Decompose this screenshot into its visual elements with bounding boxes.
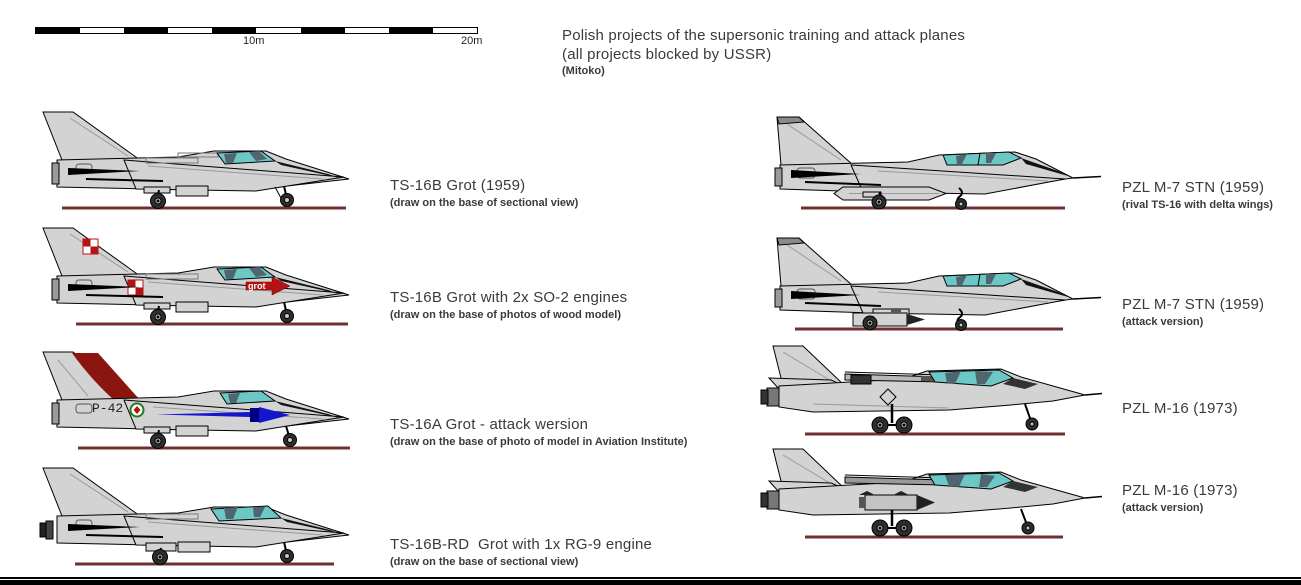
plane-title: TS-16B Grot with 2x SO-2 engines	[390, 289, 628, 306]
aircraft-ts16b-grot-so2: grot	[28, 224, 363, 329]
intake-strakes	[68, 524, 164, 538]
plane-subtitle: (draw on the base of photos of wood mode…	[390, 309, 621, 321]
plane-subtitle: (draw on the base of sectional view)	[390, 197, 579, 209]
grot-arrow-marking: grot	[245, 276, 291, 296]
aircraft-ts16a-grot-attack: P-42	[28, 348, 363, 453]
canopy	[942, 272, 1068, 297]
label-pzl-m7-stn-1959: PZL M-7 STN (1959) (rival TS-16 with del…	[1122, 179, 1273, 211]
label-ts16b-rd: TS-16B-RD Grot with 1x RG-9 engine (draw…	[390, 536, 652, 568]
plane-title: PZL M-7 STN (1959)	[1122, 296, 1265, 313]
landing-gear	[871, 388, 1039, 434]
label-ts16b-grot-so2: TS-16B Grot with 2x SO-2 engines (draw o…	[390, 289, 627, 321]
aircraft-drawing	[774, 237, 1102, 331]
aircraft-drawing	[42, 111, 350, 210]
bottom-border-rule	[0, 577, 1301, 585]
tail-fin	[42, 467, 142, 517]
aircraft-pzl-m7-stn-1959	[753, 108, 1103, 213]
aircraft-drawing	[760, 345, 1103, 436]
canopy	[942, 151, 1068, 176]
aircraft-pzl-m7-stn-attack	[753, 229, 1103, 334]
scale-segment	[212, 28, 257, 33]
canopy	[216, 150, 340, 178]
intake-strakes	[791, 170, 882, 186]
label-ts16b-grot-1959: TS-16B Grot (1959) (draw on the base of …	[390, 177, 578, 209]
aircraft-ts16b-grot-1959	[28, 108, 363, 213]
scale-segment	[388, 28, 433, 33]
roundel-insignia	[129, 402, 145, 418]
aircraft-pzl-m16-1973	[753, 334, 1103, 439]
scale-segment	[256, 28, 301, 33]
wing	[850, 285, 1066, 316]
label-pzl-m7-stn-attack: PZL M-7 STN (1959) (attack version)	[1122, 296, 1264, 328]
blue-arrow-marking	[156, 407, 290, 423]
aircraft-drawing: P-42	[42, 351, 350, 450]
scale-segment	[300, 28, 345, 33]
title-block: Polish projects of the supersonic traini…	[562, 26, 965, 78]
landing-gear	[862, 308, 967, 331]
landing-gear	[143, 185, 294, 209]
scale-segment	[168, 28, 213, 33]
plane-title: PZL M-16 (1973)	[1122, 400, 1238, 417]
tail-fin	[776, 116, 855, 166]
canopy	[210, 505, 342, 534]
tail-fin	[42, 351, 142, 401]
bottom-rule-thin	[0, 577, 1301, 579]
label-pzl-m16-1973: PZL M-16 (1973)	[1122, 400, 1238, 420]
tail-fin	[42, 111, 142, 161]
aircraft-drawing: grot	[42, 227, 350, 326]
scale-label-20m: 20m	[461, 35, 483, 47]
scale-label-10m: 10m	[243, 35, 265, 47]
scale-bar: 10m 20m	[35, 27, 482, 47]
credit-line: (Mitoko)	[562, 65, 605, 77]
intake-strakes	[68, 284, 164, 298]
scale-segment	[344, 28, 389, 33]
landing-gear	[862, 187, 967, 210]
canopy	[216, 266, 340, 294]
plane-title: TS-16B-RD Grot with 1x RG-9 engine	[390, 536, 653, 553]
scale-segments	[35, 27, 478, 34]
plane-subtitle: (draw on the base of sectional view)	[390, 556, 579, 568]
plane-title: TS-16A Grot - attack wersion	[390, 416, 589, 433]
label-ts16a-grot-attack: TS-16A Grot - attack wersion (draw on th…	[390, 416, 687, 448]
aircraft-drawing	[760, 448, 1103, 539]
plane-subtitle: (attack version)	[1122, 316, 1204, 328]
fin-maroon-flash	[72, 353, 140, 400]
canopy	[219, 390, 340, 418]
plane-title: PZL M-7 STN (1959)	[1122, 179, 1265, 196]
bottom-rule-thick	[0, 580, 1301, 585]
grot-marking-text: grot	[248, 281, 266, 291]
aircraft-drawing	[774, 116, 1102, 210]
aircraft-ts16b-rd	[28, 464, 363, 569]
page-title: Polish projects of the supersonic traini…	[562, 27, 966, 44]
landing-gear	[143, 301, 294, 325]
canopy	[928, 472, 1038, 492]
landing-gear	[871, 508, 1035, 537]
belly-fuel-tank	[833, 186, 948, 201]
p42-marking-text: P-42	[92, 401, 123, 416]
plane-subtitle: (draw on the base of photo of model in A…	[390, 436, 688, 448]
tail-fin	[776, 237, 855, 287]
canopy	[928, 369, 1038, 389]
aircraft-pzl-m16-attack	[753, 437, 1103, 542]
intake-strakes	[68, 168, 164, 182]
landing-gear	[145, 541, 294, 565]
scale-segment	[36, 28, 81, 33]
scale-segment	[80, 28, 125, 33]
scale-segment	[432, 28, 477, 33]
aircraft-drawing	[39, 467, 350, 566]
label-pzl-m16-attack: PZL M-16 (1973) (attack version)	[1122, 482, 1238, 514]
scale-segment	[124, 28, 169, 33]
page-subtitle: (all projects blocked by USSR)	[562, 46, 772, 63]
weapons-pod	[859, 491, 935, 511]
landing-gear	[143, 425, 297, 449]
fin-checkerboard-insignia	[82, 238, 99, 255]
intake-strakes	[791, 291, 882, 307]
plane-subtitle: (rival TS-16 with delta wings)	[1122, 199, 1273, 211]
plane-title: PZL M-16 (1973)	[1122, 482, 1238, 499]
plane-subtitle: (attack version)	[1122, 502, 1204, 514]
fuselage-checkerboard-insignia	[127, 279, 144, 296]
plane-title: TS-16B Grot (1959)	[390, 177, 526, 194]
